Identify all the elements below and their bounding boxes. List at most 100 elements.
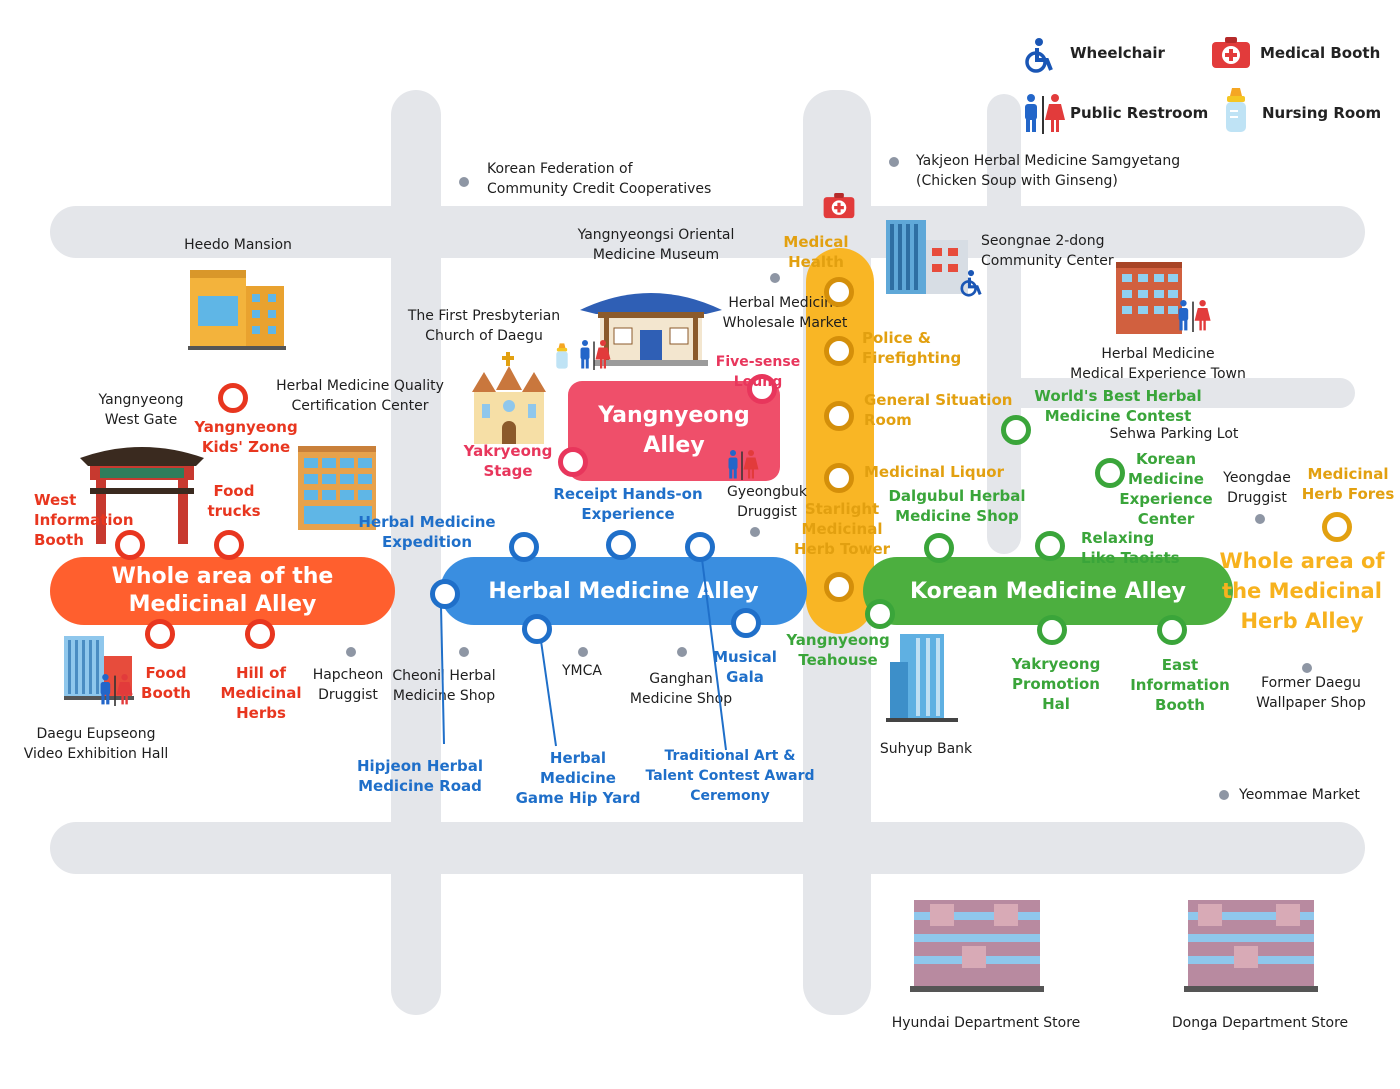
food-trucks-marker[interactable] bbox=[214, 530, 244, 560]
teahouse-marker[interactable] bbox=[865, 599, 895, 629]
medical-booth-icon bbox=[1212, 37, 1250, 68]
hill-of-herbs-marker[interactable] bbox=[245, 619, 275, 649]
promotion-hall-marker[interactable] bbox=[1037, 615, 1067, 645]
location-dot bbox=[677, 647, 687, 657]
road-south bbox=[50, 822, 1365, 874]
west-info-booth-marker[interactable] bbox=[115, 530, 145, 560]
legend-public-restroom-label: Public Restroom bbox=[1070, 104, 1209, 122]
public-restroom-icon bbox=[1178, 300, 1211, 332]
food-booth-marker[interactable] bbox=[145, 619, 175, 649]
whole-area-east-label: Whole area of the Medicinal Herb Alley bbox=[1219, 549, 1385, 633]
nursing-room-icon bbox=[1226, 88, 1246, 132]
wheelchair-icon bbox=[960, 270, 982, 297]
medical-health-marker[interactable] bbox=[824, 277, 854, 307]
legend-nursing-room-label: Nursing Room bbox=[1262, 104, 1382, 122]
location-dot bbox=[459, 647, 469, 657]
location-dot bbox=[459, 177, 469, 187]
yangnyeong-alley-label: Yangnyeong Alley bbox=[598, 403, 750, 458]
hipjeon-road-marker[interactable] bbox=[430, 579, 460, 609]
receipt-experience-marker[interactable] bbox=[606, 530, 636, 560]
kids-zone-marker[interactable] bbox=[218, 383, 248, 413]
medical-health-zone[interactable] bbox=[806, 248, 874, 634]
relaxing-taoists-marker[interactable] bbox=[1035, 531, 1065, 561]
traditional-contest-marker[interactable] bbox=[685, 532, 715, 562]
police-firefighting-marker[interactable] bbox=[824, 336, 854, 366]
sehwa-parking-label: Sehwa Parking Lot bbox=[1109, 426, 1239, 442]
general-situation-room-marker[interactable] bbox=[824, 401, 854, 431]
expedition-marker[interactable] bbox=[509, 532, 539, 562]
location-dot bbox=[346, 647, 356, 657]
dalgubul-shop-marker[interactable] bbox=[924, 533, 954, 563]
medical-booth-icon bbox=[823, 193, 855, 219]
heedo-mansion-label: Heedo Mansion bbox=[184, 237, 292, 253]
musical-gala-marker[interactable] bbox=[731, 608, 761, 638]
location-dot bbox=[889, 157, 899, 167]
worlds-best-contest-marker[interactable] bbox=[1001, 415, 1031, 445]
hyundai-department-store-label: Hyundai Department Store bbox=[891, 1015, 1081, 1031]
donga-department-store-label: Donga Department Store bbox=[1171, 1015, 1349, 1031]
km-experience-center-marker[interactable] bbox=[1095, 458, 1125, 488]
public-restroom-icon bbox=[1025, 94, 1065, 134]
whole-area-west-zone[interactable]: Whole area of the Medicinal Alley bbox=[50, 557, 395, 625]
korean-medicine-alley-zone[interactable]: Korean Medicine Alley bbox=[863, 557, 1233, 625]
nursing-room-icon bbox=[556, 343, 568, 369]
yakjeon-samgyetang-label: Yakjeon Herbal Medicine Samgyetang(Chick… bbox=[916, 153, 1181, 189]
public-restroom-icon bbox=[580, 340, 611, 370]
hyundai-department-store-icon bbox=[910, 900, 1044, 992]
west-gate-icon bbox=[80, 447, 204, 544]
whole-area-west-label: Whole area of the Medicinal Alley bbox=[111, 564, 334, 617]
medicinal-liquor-label: Medicinal Liquor bbox=[864, 463, 1004, 481]
starlight-tower-marker[interactable] bbox=[824, 572, 854, 602]
legend-wheelchair-label: Wheelchair bbox=[1070, 44, 1165, 62]
yakryeong-stage-marker[interactable] bbox=[558, 447, 588, 477]
east-info-booth-marker[interactable] bbox=[1157, 615, 1187, 645]
yeommae-market-label: Yeommae Market bbox=[1239, 787, 1360, 803]
location-dot bbox=[1255, 514, 1265, 524]
police-firefighting-label: Police &Firefighting bbox=[862, 329, 962, 367]
public-restroom-icon bbox=[728, 450, 759, 480]
eupseong-hall-building-icon bbox=[64, 636, 134, 700]
seongnae-community-center-icon bbox=[886, 220, 968, 294]
location-dot bbox=[1302, 663, 1312, 673]
medicinal-liquor-marker[interactable] bbox=[824, 463, 854, 493]
church-icon bbox=[472, 352, 546, 444]
museum-hanok-icon bbox=[580, 293, 722, 366]
legend-medical-booth-label: Medical Booth bbox=[1260, 44, 1381, 62]
quality-center-building-icon bbox=[298, 446, 376, 530]
herb-forest-marker[interactable] bbox=[1322, 512, 1352, 542]
suhyup-bank-label: Suhyup Bank bbox=[879, 741, 973, 757]
location-dot bbox=[750, 527, 760, 537]
yangnyeong-alley-zone[interactable]: Yangnyeong Alley bbox=[568, 381, 780, 481]
five-sense-lounge-marker[interactable] bbox=[747, 374, 777, 404]
game-hip-yard-marker[interactable] bbox=[522, 614, 552, 644]
